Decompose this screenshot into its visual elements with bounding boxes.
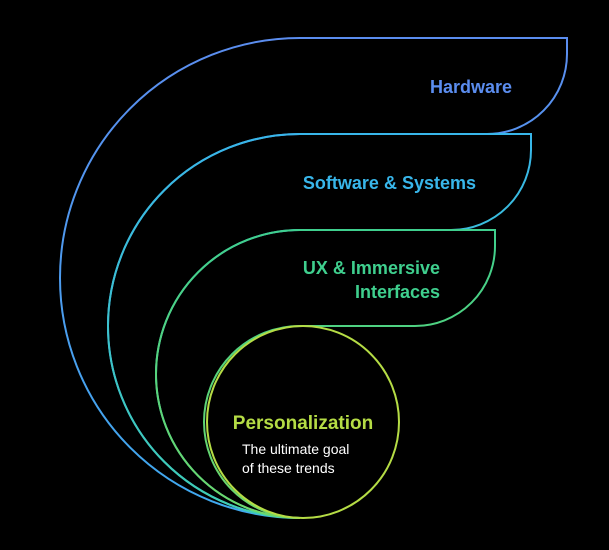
layer-ux-label-line-1: UX & Immersive xyxy=(303,258,440,278)
layer-ux-shape xyxy=(155,229,496,519)
core-description-line-2: of these trends xyxy=(242,460,335,476)
core-description-line-1: The ultimate goal xyxy=(242,441,349,457)
layer-software-label: Software & Systems xyxy=(303,173,476,193)
core-label: Personalization xyxy=(233,413,373,434)
layer-hardware-label: Hardware xyxy=(430,77,512,97)
core-personalization-circle xyxy=(206,325,400,519)
layer-ux-label-line-2: Interfaces xyxy=(355,282,440,302)
